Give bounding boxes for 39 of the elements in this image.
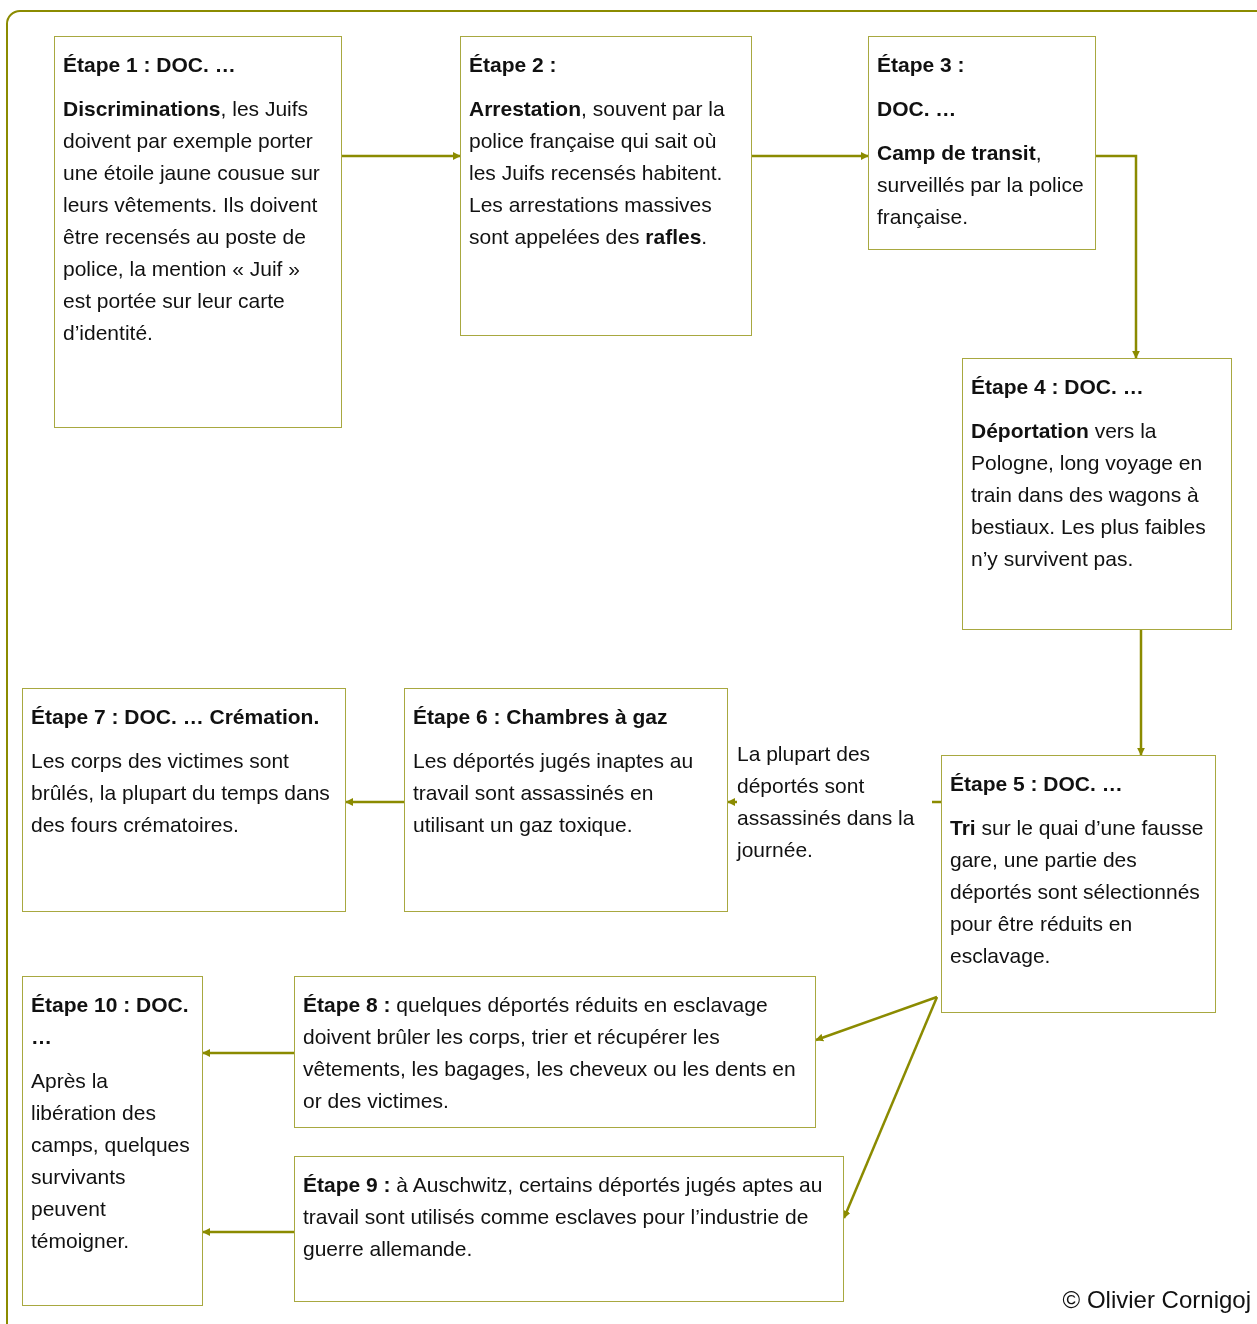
step-description: Les déportés jugés inaptes au travail sont assassinés en utilisant un gaz toxique.: [413, 748, 695, 838]
arrow: [752, 152, 869, 160]
step-box: [294, 976, 816, 1128]
step-box: [54, 36, 342, 428]
arrow: [815, 995, 938, 1042]
step-description: Après la libération des camps, quelques survivants peuvent témoigner.: [31, 1068, 191, 1254]
arrow: [842, 996, 939, 1219]
step-box: [868, 36, 1096, 250]
step-box: [941, 755, 1216, 1013]
step-description: Étape 8 : quelques déportés réduits en esclavage doivent brûler les corps, trier et récupérer les vêtements, les bagages, les cheveux ou les dents en or des victimes.: [303, 992, 797, 1114]
step-box: [22, 688, 346, 912]
step-description: Tri sur le quai d’une fausse gare, une partie des déportés sont sélectionnés pour être réduits en esclavage.: [950, 815, 1205, 969]
step-description: Étape 9 : à Auschwitz, certains déportés jugés aptes au travail sont utilisés comme esclaves pour l’industrie de guerre allemande.: [303, 1172, 824, 1262]
arrow: [202, 1049, 294, 1057]
step-description: Déportation vers la Pologne, long voyage en train dans des wagons à bestiaux. Les plus faibles n’y survivent pas.: [971, 418, 1207, 572]
arrow: [345, 798, 404, 806]
step-heading: Étape 3 :: [877, 52, 966, 78]
copyright-note: © Olivier Cornigoj: [1062, 1286, 1251, 1314]
step-box: [460, 36, 752, 336]
step-description: Les corps des victimes sont brûlés, la plupart du temps dans des fours crématoires.: [31, 748, 331, 838]
step-box: [22, 976, 203, 1306]
arrow: [1096, 154, 1140, 359]
step-box: [962, 358, 1232, 630]
step-heading: Étape 1 : DOC. …: [63, 52, 237, 78]
step-heading: Étape 5 : DOC. …: [950, 771, 1124, 797]
step-description: Camp de transit, surveillés par la police française.: [877, 140, 1085, 230]
step-box: [404, 688, 728, 912]
arrow: [342, 152, 461, 160]
step-heading: DOC. …: [877, 96, 958, 122]
arrow: [1137, 630, 1145, 756]
step-description: Arrestation, souvent par la police française qui sait où les Juifs recensés habitent. Les arrestations massives sont appelées des rafles.: [469, 96, 726, 250]
step-heading: Étape 4 : DOC. …: [971, 374, 1145, 400]
arrow: [202, 1228, 294, 1236]
step-heading: Étape 2 :: [469, 52, 558, 78]
step-heading: Étape 10 : DOC. …: [31, 992, 190, 1050]
step-box: [294, 1156, 844, 1302]
step-description: Discriminations, les Juifs doivent par exemple porter une étoile jaune cousue sur leurs vêtements. Ils doivent être recensés au poste de police, la mention « Juif » est portée sur leur carte d’identité.: [63, 96, 321, 346]
step-heading: Étape 6 : Chambres à gaz: [413, 704, 669, 730]
step-heading: Étape 7 : DOC. … Crémation.: [31, 704, 321, 730]
